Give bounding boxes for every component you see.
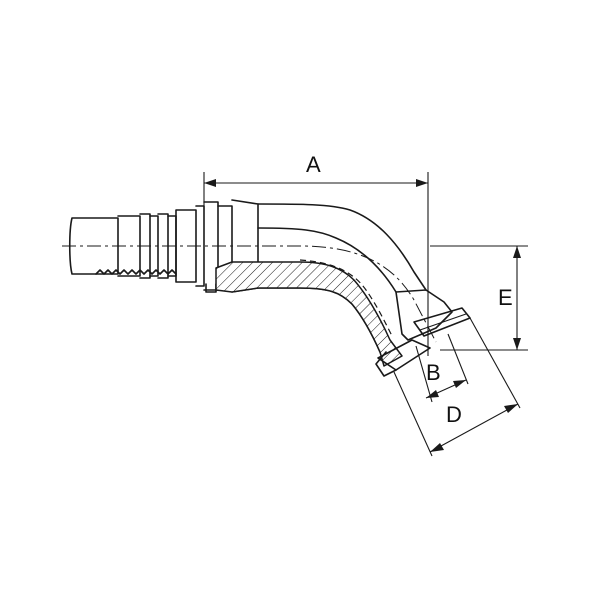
section-hatch [215, 261, 403, 367]
dimension-a: A [203, 152, 429, 356]
dimension-d: D [393, 317, 521, 457]
dimension-e: E [430, 245, 528, 351]
dimension-label-b: B [426, 360, 441, 385]
dimension-label-d: D [446, 402, 462, 427]
dimension-label-a: A [306, 152, 321, 177]
dimension-label-e: E [498, 285, 513, 310]
dimension-b: B [415, 333, 469, 403]
